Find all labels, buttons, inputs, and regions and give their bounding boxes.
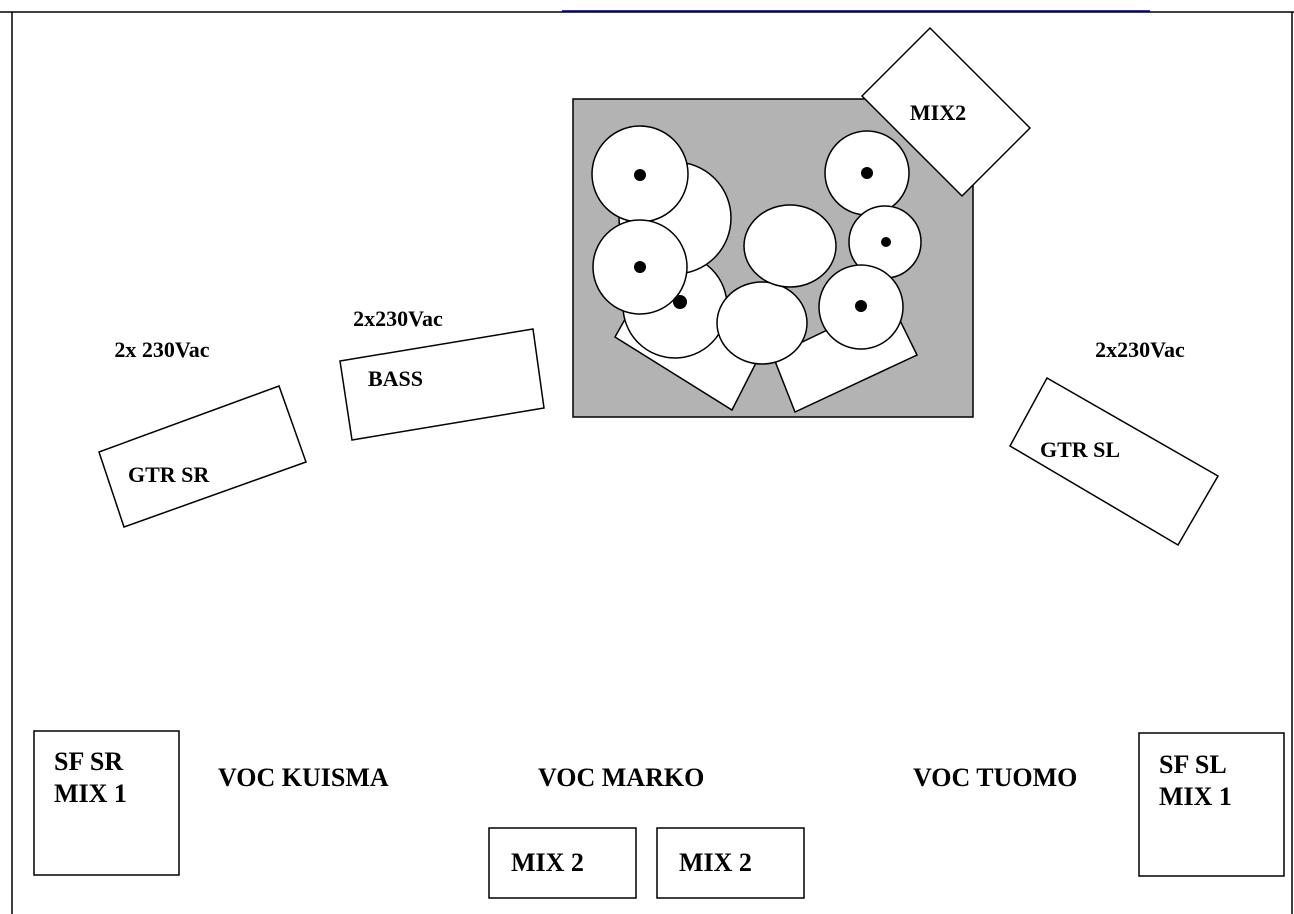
floor-monitor-2-label: MIX 2 bbox=[679, 848, 752, 877]
vocal-marko: VOC MARKO bbox=[538, 763, 704, 792]
mount-dot bbox=[861, 167, 873, 179]
sidefill-sr: SF SR MIX 1 bbox=[33, 730, 180, 876]
mount-dot bbox=[673, 295, 687, 309]
amp-guitar-sr: 2x 230Vac GTR SR bbox=[98, 337, 307, 528]
snare-drum bbox=[716, 281, 808, 365]
tom-center bbox=[743, 204, 837, 288]
mount-dot bbox=[855, 300, 867, 312]
sidefill-sl: SF SL MIX 1 bbox=[1138, 732, 1285, 877]
vocal-tuomo: VOC TUOMO bbox=[913, 763, 1077, 792]
power-label-bass: 2x230Vac bbox=[353, 306, 443, 331]
amp-bass: 2x230Vac BASS bbox=[339, 306, 545, 441]
sidefill-sl-line2: MIX 1 bbox=[1159, 782, 1232, 811]
mount-dot bbox=[881, 237, 891, 247]
drum-monitor-label: MIX2 bbox=[910, 100, 966, 125]
floor-monitor-1-label: MIX 2 bbox=[511, 848, 584, 877]
floor-monitor-1: MIX 2 bbox=[488, 827, 637, 899]
drum-riser: MIX2 bbox=[572, 26, 1032, 418]
amp-label-gtr-sl: GTR SL bbox=[1040, 437, 1120, 462]
amp-label-gtr-sr: GTR SR bbox=[128, 462, 210, 487]
sidefill-sr-line1: SF SR bbox=[54, 747, 123, 776]
sidefill-sr-line2: MIX 1 bbox=[54, 779, 127, 808]
mount-dot bbox=[634, 261, 646, 273]
floor-monitor-2: MIX 2 bbox=[656, 827, 805, 899]
vocal-kuisma: VOC KUISMA bbox=[218, 763, 389, 792]
drum-monitor-mix2: MIX2 bbox=[860, 26, 1032, 198]
mount-dot bbox=[634, 169, 646, 181]
power-label-gtr-sl: 2x230Vac bbox=[1095, 337, 1185, 362]
amp-guitar-sl: 2x230Vac GTR SL bbox=[1008, 337, 1220, 547]
power-label-gtr-sr: 2x 230Vac bbox=[114, 337, 209, 362]
sidefill-sl-line1: SF SL bbox=[1159, 750, 1227, 779]
amp-label-bass: BASS bbox=[368, 366, 423, 391]
